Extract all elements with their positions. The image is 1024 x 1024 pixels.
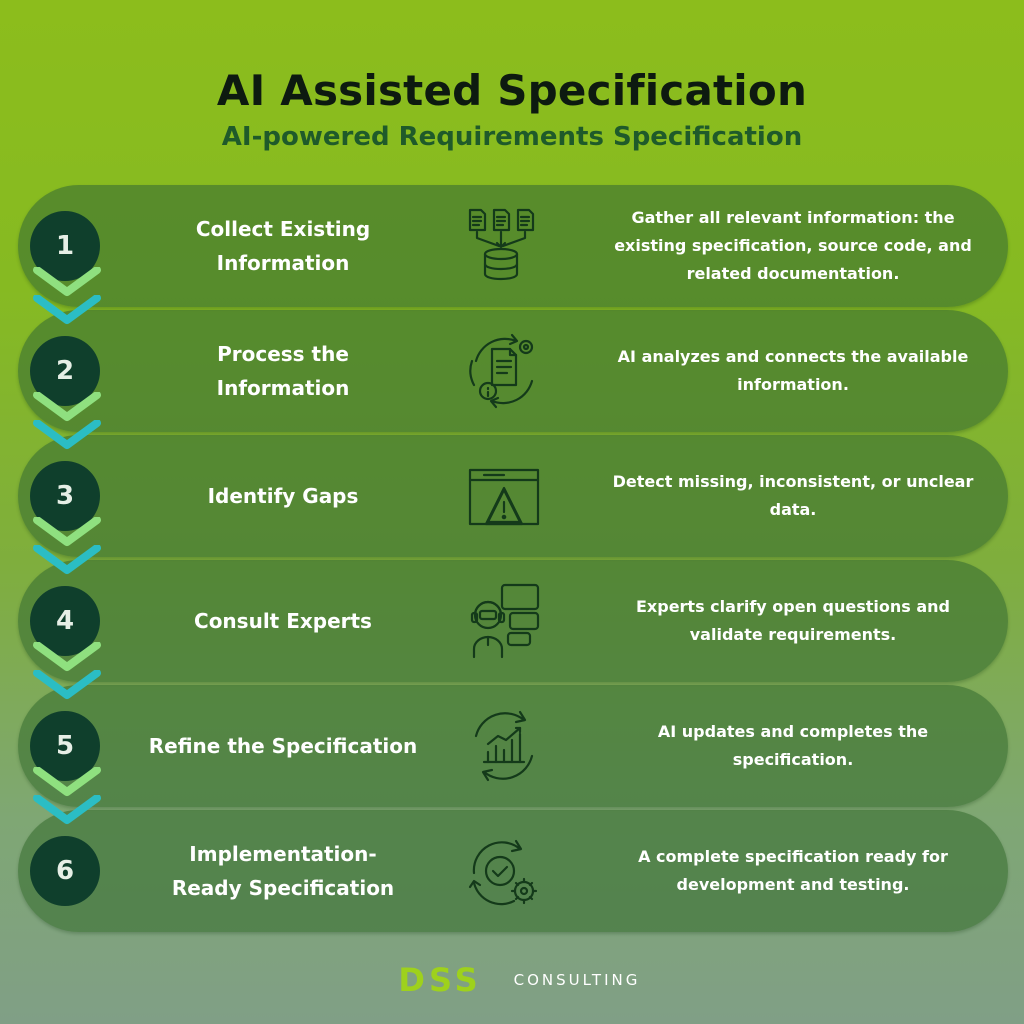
chart-refresh-icon: [464, 706, 544, 786]
step-title-4: Consult Experts: [194, 609, 372, 633]
chevron-down-icon: [32, 670, 102, 700]
step-description-1: Gather all relevant information: the exi…: [614, 208, 972, 283]
step-card-3: 3 Identify Gaps Detect missing, inconsis…: [18, 435, 1008, 557]
step-description-5: AI updates and completes the specificati…: [657, 722, 929, 769]
step-title-2: Process the Information: [216, 342, 350, 400]
step-number-6: 6: [30, 836, 100, 906]
chevron-down-icon: [32, 295, 102, 325]
step-card-2: 2 Process the Information AI analyzes an…: [18, 310, 1008, 432]
step-description-3: Detect missing, inconsistent, or unclear…: [612, 472, 974, 519]
step-title-1: Collect Existing Information: [195, 217, 371, 275]
expert-chat-icon: [464, 581, 544, 661]
page-title: AI Assisted Specification: [216, 66, 808, 115]
step-description-2: AI analyzes and connects the available i…: [617, 347, 969, 394]
step-card-4: 4 Consult Experts Experts clarify open q…: [18, 560, 1008, 682]
chevron-down-icon: [32, 545, 102, 575]
step-card-5: 5 Refine the Specification AI updates an…: [18, 685, 1008, 807]
chevron-down-icon: [32, 767, 102, 797]
step-title-5: Refine the Specification: [148, 734, 418, 758]
page-subtitle: AI-powered Requirements Specification: [221, 122, 803, 152]
chevron-down-icon: [32, 795, 102, 825]
documents-database-icon: [464, 206, 544, 286]
chevron-down-icon: [32, 392, 102, 422]
step-description-6: A complete specification ready for devel…: [638, 847, 948, 894]
browser-warning-icon: [464, 456, 544, 536]
step-card-1: 1 Collect Existing Information Gather al…: [18, 185, 1008, 307]
chevron-down-icon: [32, 642, 102, 672]
logo-text: CONSULTING: [513, 971, 641, 989]
step-title-3: Identify Gaps: [207, 484, 359, 508]
footer-logo: DSS CONSULTING: [0, 962, 1024, 998]
chevron-down-icon: [32, 267, 102, 297]
step-card-6: 6 Implementation- Ready Specification A …: [18, 810, 1008, 932]
check-gear-icon: [464, 831, 544, 911]
step-description-4: Experts clarify open questions and valid…: [635, 597, 950, 644]
dss-logo-mark: DSS: [398, 965, 481, 995]
document-processing-cycle-icon: [464, 331, 544, 411]
logo-mark-text: DSS: [398, 965, 481, 995]
chevron-down-icon: [32, 420, 102, 450]
step-title-6: Implementation- Ready Specification: [171, 842, 395, 900]
chevron-down-icon: [32, 517, 102, 547]
